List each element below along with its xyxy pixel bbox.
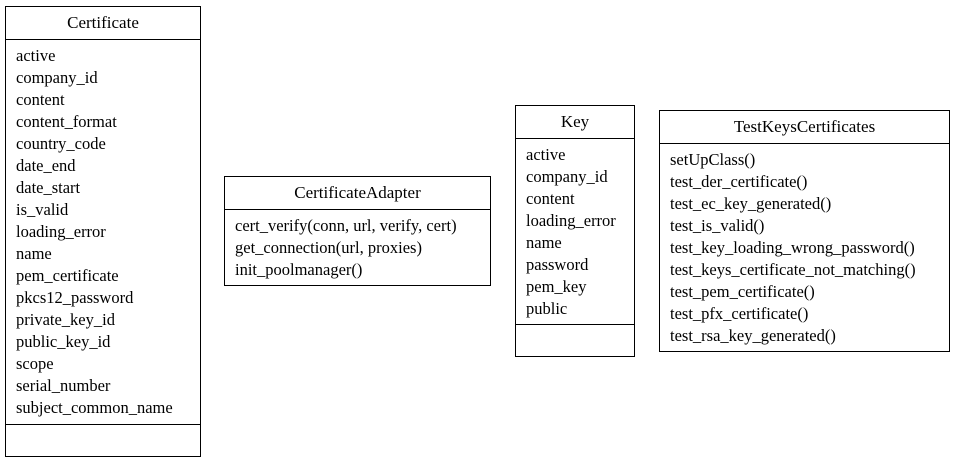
attribute: company_id bbox=[526, 167, 608, 186]
attribute: pem_key bbox=[526, 277, 587, 296]
attribute: content bbox=[526, 189, 575, 208]
attribute: name bbox=[526, 233, 562, 252]
attribute: date_start bbox=[16, 178, 81, 197]
attributes-section: active company_id content loading_error … bbox=[516, 139, 634, 325]
class-name: TestKeysCertificates bbox=[660, 111, 949, 144]
operation: get_connection(url, proxies) bbox=[235, 238, 422, 257]
attribute: is_valid bbox=[16, 200, 69, 219]
attribute: pkcs12_password bbox=[16, 288, 134, 307]
attribute: date_end bbox=[16, 156, 76, 175]
operation: test_ec_key_generated() bbox=[670, 194, 832, 213]
attribute: password bbox=[526, 255, 589, 274]
attributes-section: active company_id content content_format… bbox=[6, 40, 200, 425]
operation: setUpClass() bbox=[670, 150, 756, 169]
operation: test_keys_certificate_not_matching() bbox=[670, 260, 916, 279]
class-certificate: Certificate active company_id content co… bbox=[5, 6, 201, 457]
attribute: private_key_id bbox=[16, 310, 115, 329]
attribute: loading_error bbox=[526, 211, 616, 230]
class-name: Certificate bbox=[6, 7, 200, 40]
attribute: subject_common_name bbox=[16, 398, 173, 417]
attribute: name bbox=[16, 244, 52, 263]
operation: test_key_loading_wrong_password() bbox=[670, 238, 915, 257]
operations-section: cert_verify(conn, url, verify, cert) get… bbox=[225, 210, 490, 281]
operation: cert_verify(conn, url, verify, cert) bbox=[235, 216, 457, 235]
attribute: active bbox=[16, 46, 56, 65]
attribute: content bbox=[16, 90, 65, 109]
operation: test_pfx_certificate() bbox=[670, 304, 809, 323]
attribute: pem_certificate bbox=[16, 266, 119, 285]
attribute: serial_number bbox=[16, 376, 111, 395]
attribute: public_key_id bbox=[16, 332, 111, 351]
attribute: loading_error bbox=[16, 222, 106, 241]
attribute: scope bbox=[16, 354, 54, 373]
class-name: Key bbox=[516, 106, 634, 139]
operations-section: setUpClass() test_der_certificate() test… bbox=[660, 144, 949, 347]
class-name: CertificateAdapter bbox=[225, 177, 490, 210]
operation: test_der_certificate() bbox=[670, 172, 808, 191]
attribute: company_id bbox=[16, 68, 98, 87]
class-key: Key active company_id content loading_er… bbox=[515, 105, 635, 357]
operation: init_poolmanager() bbox=[235, 260, 363, 279]
attribute: content_format bbox=[16, 112, 117, 131]
attribute: public bbox=[526, 299, 568, 318]
attribute: country_code bbox=[16, 134, 106, 153]
attribute: active bbox=[526, 145, 566, 164]
class-certificate-adapter: CertificateAdapter cert_verify(conn, url… bbox=[224, 176, 491, 286]
operation: test_rsa_key_generated() bbox=[670, 326, 836, 345]
operation: test_is_valid() bbox=[670, 216, 765, 235]
class-test-keys-certificates: TestKeysCertificates setUpClass() test_d… bbox=[659, 110, 950, 352]
operation: test_pem_certificate() bbox=[670, 282, 815, 301]
